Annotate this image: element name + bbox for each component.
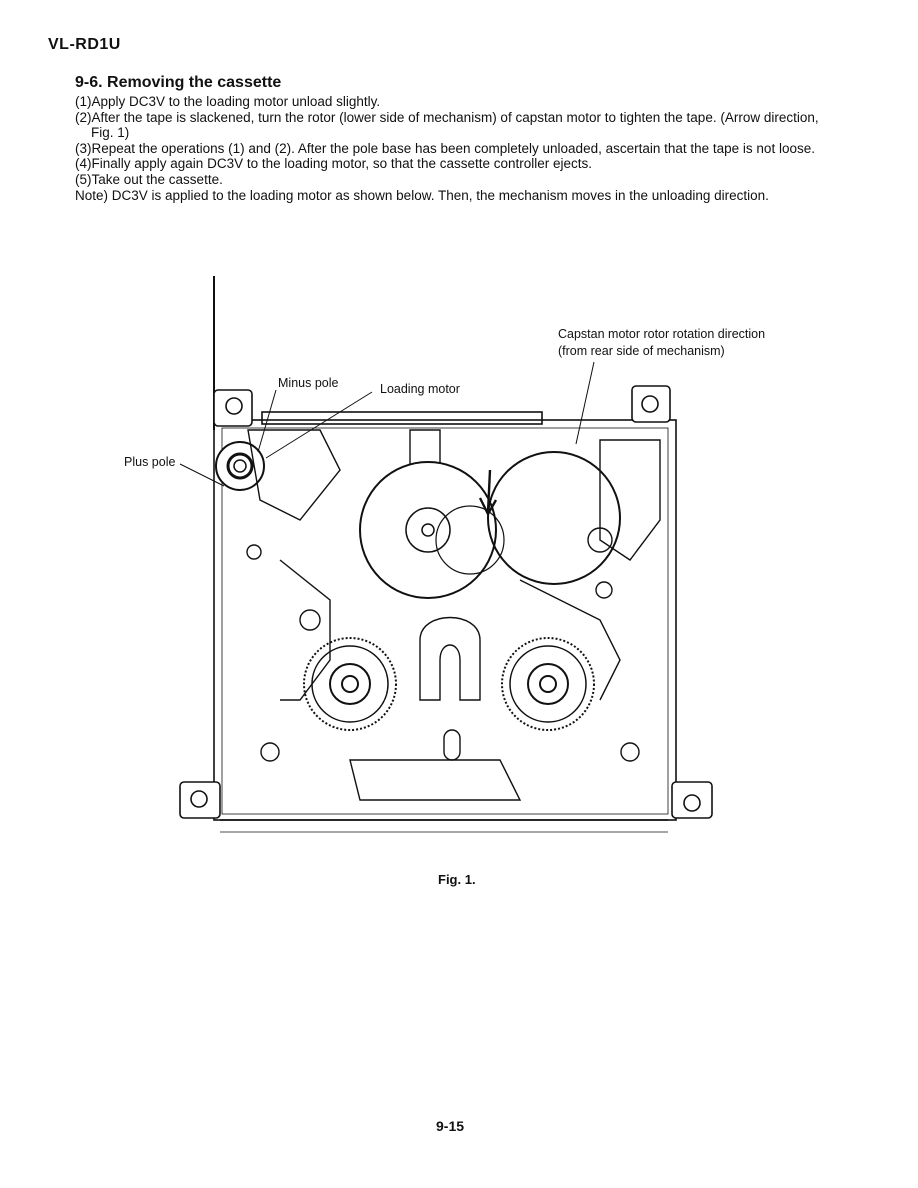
reel-takeup (501, 637, 595, 731)
section-title: 9-6. Removing the cassette (75, 74, 282, 91)
step-1: (1)Apply DC3V to the loading motor unloa… (75, 94, 381, 109)
step-5: (5)Take out the cassette. (75, 171, 223, 187)
label-capstan-1: Capstan motor rotor rotation direction (558, 327, 765, 341)
rotation-arrow (478, 451, 621, 585)
model-number: VL-RD1U (48, 36, 121, 53)
step-3: (3)Repeat the operations (1) and (2). Af… (75, 140, 815, 156)
mounting-ears (179, 385, 713, 819)
step-2: (2)After the tape is slackened, turn the… (75, 109, 819, 141)
label-minus-pole: Minus pole (278, 376, 338, 390)
label-capstan-2: (from rear side of mechanism) (558, 344, 725, 358)
label-loading-motor: Loading motor (380, 382, 460, 396)
note: Note) DC3V is applied to the loading mot… (75, 187, 769, 203)
mechanism-parts (246, 429, 661, 801)
capstan-drum (359, 461, 505, 599)
page-number: 9-15 (436, 1118, 465, 1134)
step-4: (4)Finally apply again DC3V to the loadi… (75, 156, 593, 172)
label-plus-pole: Plus pole (124, 455, 175, 469)
leader-lines (179, 361, 595, 487)
figure-caption: Fig. 1. (438, 872, 476, 887)
reel-supply (303, 637, 397, 731)
chassis (213, 411, 677, 833)
procedure-steps: (1)Apply DC3V to the loading motor unloa… (75, 94, 835, 203)
